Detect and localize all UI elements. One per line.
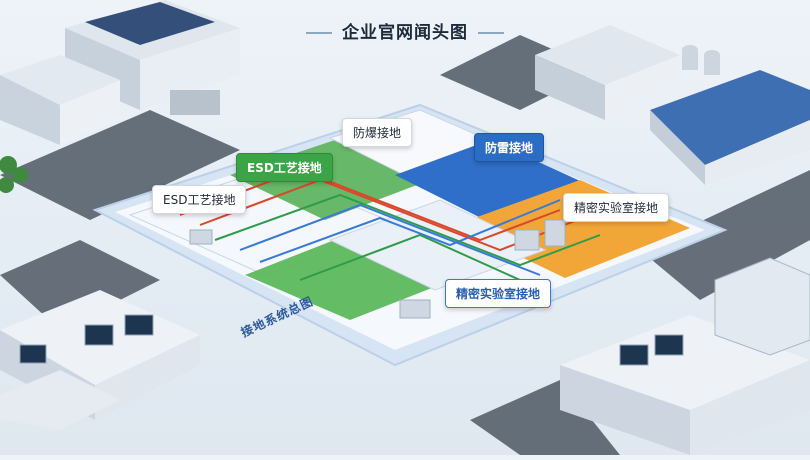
zone-label-lightning-grounding: 防雷接地 (474, 133, 545, 162)
road-network (0, 35, 810, 455)
zone-label-esd-process-grounding-green: ESD工艺接地 (236, 153, 333, 182)
zone-label-precision-lab-grounding-outline: 精密实验室接地 (445, 279, 552, 308)
lab-bottom-right (560, 257, 810, 455)
zone-label-precision-lab-grounding: 精密实验室接地 (563, 193, 670, 222)
zone-label-esd-process-grounding: ESD工艺接地 (152, 185, 247, 214)
lab-bottom-left (0, 290, 200, 430)
factory-top-right (535, 25, 810, 185)
page-title: 企业官网闻头图 (0, 18, 810, 43)
trees (0, 156, 28, 193)
zone-label-explosion-proof-grounding: 防爆接地 (342, 118, 413, 147)
